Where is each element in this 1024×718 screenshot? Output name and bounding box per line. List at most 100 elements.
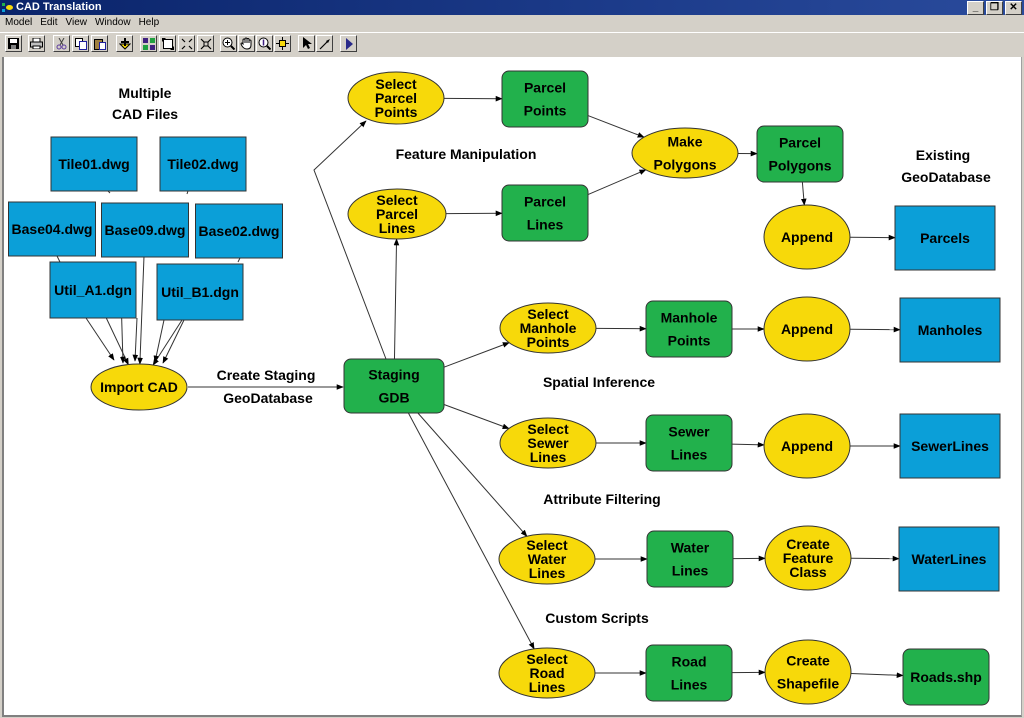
connector-staging-gdb-to-sel-road-lines[interactable] [407, 412, 535, 650]
label-feature-manipulation: Feature Manipulation [396, 146, 537, 162]
connector-util-a1-to-import-cad[interactable] [105, 317, 129, 366]
cut-button[interactable] [53, 35, 70, 52]
cut-icon [56, 37, 67, 49]
select-button[interactable] [298, 35, 315, 52]
menu-edit[interactable]: Edit [40, 17, 58, 28]
connector-parcel-lines-to-make-polygons[interactable] [587, 169, 647, 196]
save-button[interactable] [5, 35, 22, 52]
minimize-button[interactable]: _ [967, 1, 984, 15]
connector-base04-to-import-cad[interactable] [56, 255, 61, 263]
connector-sewer-lines-to-append-sewer[interactable] [731, 441, 765, 448]
node-label: Lines [529, 679, 566, 695]
zoom-out-fixed-button[interactable] [197, 35, 214, 52]
node-tile02[interactable]: Tile02.dwg [159, 136, 247, 192]
derived-data-box [645, 414, 733, 472]
node-util-b1[interactable]: Util_B1.dgn [156, 263, 244, 321]
copy-button[interactable] [72, 35, 89, 52]
node-roads-shp[interactable]: Roads.shp [902, 648, 990, 706]
node-sewerlines[interactable]: SewerLines [899, 413, 1001, 479]
menu-help[interactable]: Help [138, 17, 160, 28]
add-data-button[interactable] [116, 35, 133, 52]
node-sewer-lines[interactable]: SewerLines [645, 414, 733, 472]
process-ellipse [764, 639, 852, 705]
auto-layout-button[interactable] [140, 35, 157, 52]
zoom-in-fixed-icon [181, 38, 192, 49]
connector-base02-to-import-cad[interactable] [237, 257, 241, 263]
label-multiple-cad-files-1: Multiple [119, 85, 172, 101]
add-connection-button[interactable] [316, 35, 333, 52]
node-water-lines[interactable]: WaterLines [646, 530, 734, 588]
node-label: Feature [783, 550, 834, 566]
process-ellipse [764, 525, 852, 591]
node-import-cad[interactable]: Import CAD [90, 363, 188, 411]
copy-icon [74, 37, 87, 50]
print-button[interactable] [28, 35, 45, 52]
node-append-parcels[interactable]: Append [763, 204, 851, 270]
connector-util-b1-to-import-cad[interactable] [152, 319, 183, 366]
node-parcels[interactable]: Parcels [894, 205, 996, 271]
close-button[interactable]: ✕ [1005, 1, 1022, 15]
connector-util-a1-to-import-cad-2[interactable] [132, 317, 139, 362]
restore-button[interactable]: ❐ [986, 1, 1003, 15]
node-label: Lines [671, 677, 708, 693]
run-button[interactable] [340, 35, 357, 52]
node-manholes[interactable]: Manholes [899, 297, 1001, 363]
node-tile01[interactable]: Tile01.dwg [50, 136, 138, 192]
node-base04[interactable]: Base04.dwg [8, 201, 96, 257]
connector-util-b1-to-import-cad-4[interactable] [162, 319, 185, 364]
label-create-staging-1: Create Staging [217, 367, 316, 383]
connect-button[interactable] [274, 35, 291, 52]
node-append-sewer[interactable]: Append [763, 413, 851, 479]
node-label: Tile02.dwg [167, 156, 238, 172]
connector-staging-gdb-to-sel-parcel-lines[interactable] [393, 238, 400, 360]
node-append-manholes[interactable]: Append [763, 296, 851, 362]
paste-button[interactable] [91, 35, 108, 52]
connector-parcel-polygons-to-append-parcels[interactable] [800, 181, 807, 206]
full-extent-button[interactable] [159, 35, 176, 52]
node-label: WaterLines [912, 551, 987, 567]
zoom-in-button[interactable] [220, 35, 237, 52]
connector-parcel-points-to-make-polygons[interactable] [587, 115, 645, 138]
node-label: Parcels [920, 230, 970, 246]
menu-window[interactable]: Window [94, 17, 131, 28]
connector-util-b1-to-import-cad-3[interactable] [153, 319, 165, 363]
menu-view[interactable]: View [65, 17, 87, 28]
connector-staging-gdb-to-sel-water-lines[interactable] [417, 412, 528, 537]
connector-staging-gdb-to-sel-sewer-lines[interactable] [443, 404, 510, 429]
node-base09[interactable]: Base09.dwg [101, 202, 189, 258]
connector-base09-to-import-cad[interactable] [137, 256, 145, 365]
zoom-in-icon [222, 37, 235, 50]
node-util-a1[interactable]: Util_A1.dgn [49, 261, 137, 319]
zoom-in-fixed-button[interactable] [178, 35, 195, 52]
zoom-button[interactable] [256, 35, 273, 52]
input-data-box [49, 261, 137, 319]
connector-staging-gdb-to-sel-parcel-points[interactable] [313, 120, 387, 360]
pan-button[interactable] [238, 35, 255, 52]
connector-create-shapefile-to-roads-shp[interactable] [850, 672, 904, 679]
menu-model[interactable]: Model [5, 17, 33, 28]
node-label: Manhole [520, 320, 577, 336]
title-bar: CAD Translation _ ❐ ✕ [0, 0, 1024, 15]
node-base02[interactable]: Base02.dwg [195, 203, 283, 259]
node-waterlines[interactable]: WaterLines [898, 526, 1000, 592]
input-data-box [899, 297, 1001, 363]
process-ellipse [763, 296, 851, 362]
connector-staging-gdb-to-sel-manhole-points[interactable] [443, 342, 510, 368]
connector-util-a1-to-import-cad-1[interactable] [85, 317, 115, 361]
